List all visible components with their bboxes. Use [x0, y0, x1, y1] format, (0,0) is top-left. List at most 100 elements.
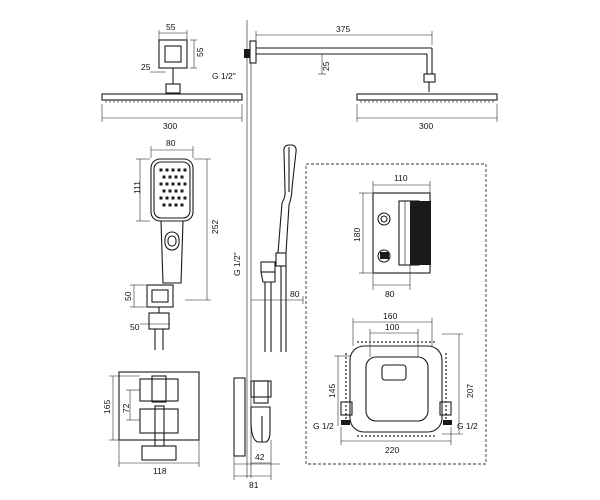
spray-nozzle-dot	[174, 175, 178, 179]
spray-nozzle-dot	[171, 182, 175, 186]
plate-edge-dot	[429, 435, 431, 437]
valve-side	[233, 377, 280, 480]
plate-edge-dot	[425, 341, 427, 343]
plate-edge-dot	[377, 341, 379, 343]
dim-hand-w: 80	[166, 138, 176, 148]
spray-nozzle-dot	[159, 168, 163, 172]
dim-arm-length: 375	[336, 24, 350, 34]
dim-head-right-w: 300	[419, 121, 433, 131]
dim-plate-h1: 145	[327, 384, 337, 398]
plate-edge-dot	[425, 435, 427, 437]
plate-edge-dot	[417, 435, 419, 437]
plate-edge-dot	[445, 361, 447, 363]
plate-edge-dot	[389, 341, 391, 343]
rain-head-left	[101, 93, 243, 122]
spray-nozzle-dot	[183, 196, 187, 200]
dim-plate-w1: 160	[383, 311, 397, 321]
plate-edge-dot	[421, 435, 423, 437]
dim-valve-d2: 81	[249, 480, 259, 490]
plate-edge-dot	[373, 341, 375, 343]
plate-edge-dot	[429, 341, 431, 343]
spray-nozzle-dot	[168, 203, 172, 207]
dim-hand-h1: 111	[132, 181, 142, 194]
spray-nozzle-dot	[171, 168, 175, 172]
thread-label-bottom-left: G 1/2	[313, 421, 334, 431]
dim-valve-d1: 42	[255, 452, 265, 462]
plate-edge-dot	[385, 435, 387, 437]
dim-plate-w3: 220	[385, 445, 399, 455]
dim-head-left-w: 300	[163, 121, 177, 131]
plate-edge-dot	[345, 361, 347, 363]
plate-edge-dot	[413, 435, 415, 437]
dim-body-h: 180	[352, 228, 362, 242]
dim-arm-drop: 25	[321, 61, 331, 71]
plate-edge-dot	[445, 353, 447, 355]
plate-edge-dot	[345, 369, 347, 371]
dim-head-mount-h: 55	[195, 47, 205, 57]
spray-nozzle-dot	[180, 189, 184, 193]
plate-edge-dot	[445, 365, 447, 367]
dim-bracket-h: 50	[123, 291, 133, 301]
dim-head-arm-offset: 25	[141, 62, 151, 72]
plate-edge-dot	[357, 435, 359, 437]
plate-edge-dot	[361, 341, 363, 343]
plate-edge-dot	[445, 377, 447, 379]
valve-front	[109, 371, 200, 467]
dim-valve-w: 118	[153, 466, 167, 476]
plate-edge-dot	[445, 369, 447, 371]
rain-head-right	[356, 93, 498, 122]
concealed-body-boundary	[305, 163, 487, 465]
spray-nozzle-dot	[168, 175, 172, 179]
plate-edge-dot	[405, 435, 407, 437]
plate-edge-dot	[445, 397, 447, 399]
plate-edge-dot	[445, 389, 447, 391]
spray-nozzle-dot	[171, 196, 175, 200]
plate-edge-dot	[445, 417, 447, 419]
plate-edge-dot	[345, 353, 347, 355]
plate-edge-dot	[345, 397, 347, 399]
plate-edge-dot	[397, 435, 399, 437]
dim-hand-h2: 252	[210, 220, 220, 234]
plate-edge-dot	[409, 435, 411, 437]
cover-plate	[334, 318, 463, 445]
spray-nozzle-dot	[174, 189, 178, 193]
spray-nozzle-dot	[162, 175, 166, 179]
spray-nozzle-dot	[177, 182, 181, 186]
spray-nozzle-dot	[159, 196, 163, 200]
thread-label-side: G 1/2"	[232, 252, 242, 276]
head-mount-block	[150, 30, 197, 94]
spray-nozzle-dot	[165, 196, 169, 200]
dim-bracket-w: 50	[130, 322, 140, 332]
plate-edge-dot	[433, 435, 435, 437]
dim-body-w: 110	[394, 173, 408, 183]
dim-body-depth: 80	[385, 289, 395, 299]
plate-edge-dot	[393, 435, 395, 437]
dim-hose-offset: 80	[290, 289, 300, 299]
spray-nozzle-dot	[162, 189, 166, 193]
plate-edge-dot	[393, 341, 395, 343]
plate-edge-dot	[345, 405, 347, 407]
plate-edge-dot	[405, 341, 407, 343]
plate-edge-dot	[345, 373, 347, 375]
spray-nozzle-dot	[177, 196, 181, 200]
plate-edge-dot	[385, 341, 387, 343]
plate-edge-dot	[345, 385, 347, 387]
spray-nozzle-dot	[165, 182, 169, 186]
plate-edge-dot	[445, 381, 447, 383]
plate-edge-dot	[409, 341, 411, 343]
spray-nozzle-dot	[180, 175, 184, 179]
spray-nozzle-dot	[159, 182, 163, 186]
spray-nozzle-dot	[162, 203, 166, 207]
plate-edge-dot	[401, 435, 403, 437]
plate-edge-dot	[365, 435, 367, 437]
plate-edge-dot	[345, 393, 347, 395]
plate-edge-dot	[365, 341, 367, 343]
dim-head-mount-w: 55	[166, 22, 176, 32]
plate-edge-dot	[345, 389, 347, 391]
spray-nozzle-dot	[177, 168, 181, 172]
plate-edge-dot	[361, 435, 363, 437]
spray-nozzle-dot	[183, 168, 187, 172]
plate-edge-dot	[445, 385, 447, 387]
plate-edge-dot	[345, 409, 347, 411]
